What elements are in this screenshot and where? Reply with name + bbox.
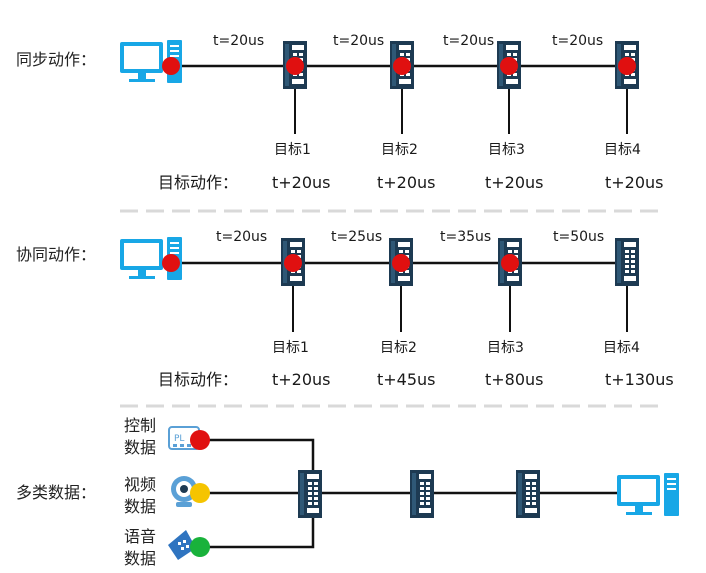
sync-time-1: t+20us <box>272 173 331 192</box>
coop-signal-dot-3 <box>501 254 519 272</box>
coop-segment-4: t=50us <box>553 229 605 245</box>
coop-signal-dot-1 <box>284 254 302 272</box>
sync-host-signal-dot <box>162 57 180 75</box>
sync-signal-dot-2 <box>393 57 411 75</box>
sync-section-label: 同步动作： <box>16 50 97 69</box>
sync-signal-dot-1 <box>286 57 304 75</box>
coop-time-2: t+45us <box>377 370 436 389</box>
multi-switch-3-icon <box>516 470 540 518</box>
voice-data-label: 语音 数据 <box>124 527 157 568</box>
control-data-label: 控制 数据 <box>124 416 157 457</box>
multi-section-label: 多类数据： <box>16 483 97 502</box>
svg-text:PL: PL <box>174 434 184 444</box>
sync-time-3: t+20us <box>485 173 544 192</box>
multi-switch-2-icon <box>410 470 434 518</box>
sync-action-label: 目标动作： <box>158 173 239 192</box>
multi-server-computer-icon <box>617 473 679 516</box>
sync-signal-dot-3 <box>500 57 518 75</box>
voice-data-dot <box>190 537 210 557</box>
video-data-label: 视频 数据 <box>124 475 157 516</box>
sync-target-4: 目标4 <box>604 142 641 158</box>
sync-segment-2: t=20us <box>333 33 385 49</box>
sync-segment-1: t=20us <box>213 33 265 49</box>
coop-target-3: 目标3 <box>487 340 524 356</box>
sync-target-1: 目标1 <box>274 142 311 158</box>
sync-time-4: t+20us <box>605 173 664 192</box>
coop-signal-dot-2 <box>392 254 410 272</box>
coop-target-1: 目标1 <box>272 340 309 356</box>
coop-time-1: t+20us <box>272 370 331 389</box>
sync-time-2: t+20us <box>377 173 436 192</box>
coop-segment-1: t=20us <box>216 229 268 245</box>
coop-segment-3: t=35us <box>440 229 492 245</box>
coop-time-3: t+80us <box>485 370 544 389</box>
phone-icon <box>168 530 196 560</box>
coop-host-signal-dot <box>162 254 180 272</box>
sync-segment-4: t=20us <box>552 33 604 49</box>
coop-action-label: 目标动作： <box>158 370 239 389</box>
sync-segment-3: t=20us <box>443 33 495 49</box>
coop-target-4: 目标4 <box>603 340 640 356</box>
sync-target-2: 目标2 <box>381 142 418 158</box>
coop-segment-2: t=25us <box>331 229 383 245</box>
coop-target-2: 目标2 <box>380 340 417 356</box>
control-data-dot <box>190 430 210 450</box>
sync-target-3: 目标3 <box>488 142 525 158</box>
coop-time-4: t+130us <box>605 370 674 389</box>
coop-switch-4-icon <box>615 238 639 286</box>
coop-section-label: 协同动作： <box>16 245 97 264</box>
sync-signal-dot-4 <box>618 57 636 75</box>
multi-switch-1-icon <box>298 470 322 518</box>
video-data-dot <box>190 483 210 503</box>
